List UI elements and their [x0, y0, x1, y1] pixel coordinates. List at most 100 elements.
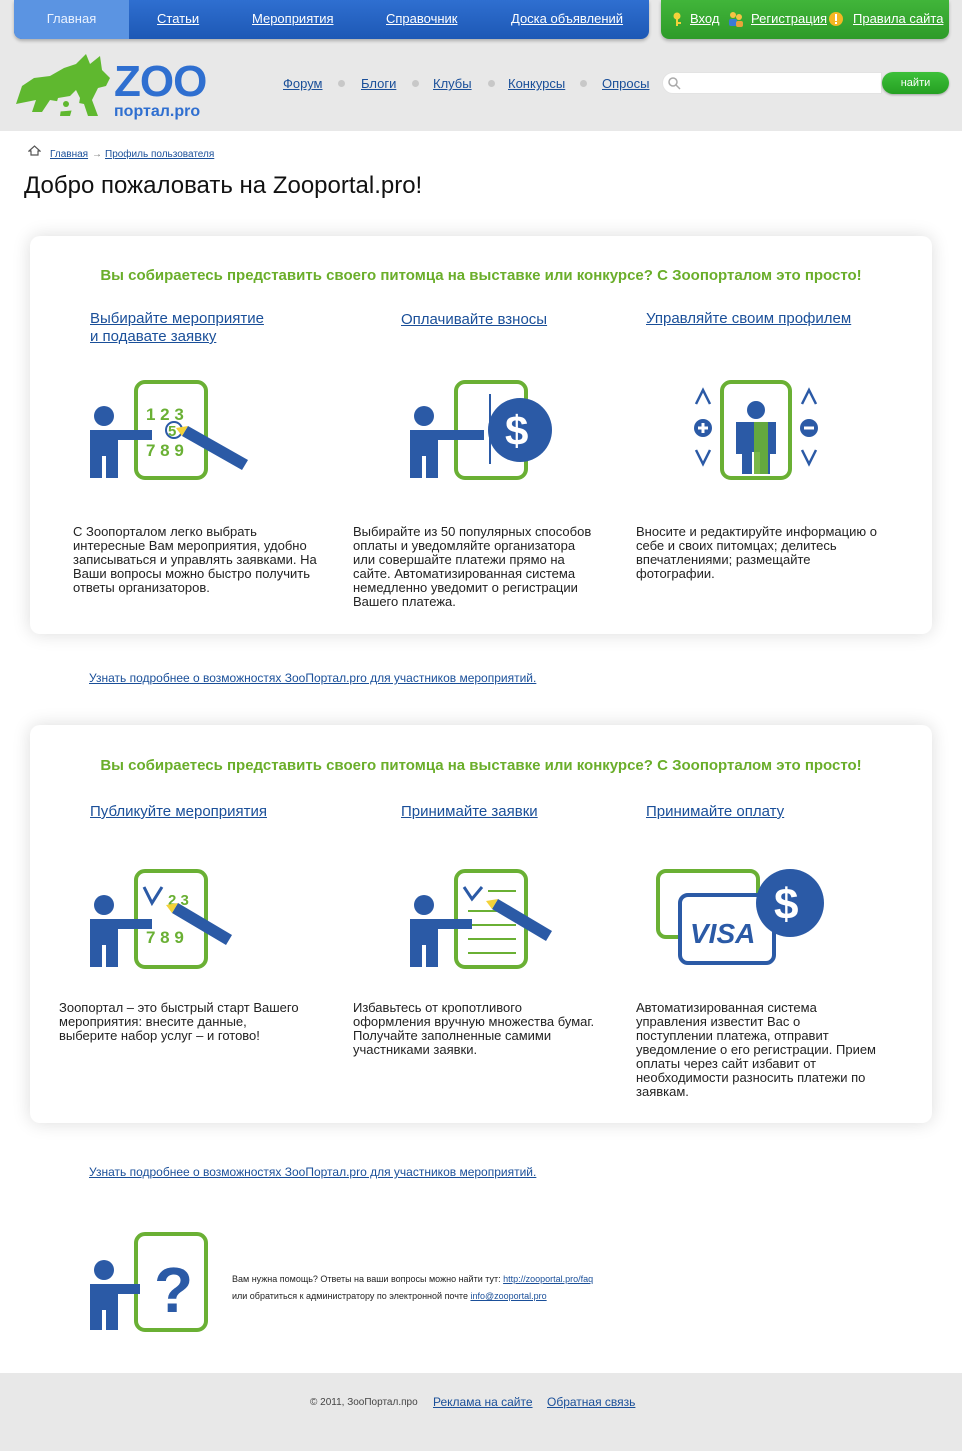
text-line: Избавьтесь от кропотливого: [353, 1000, 522, 1015]
email-link[interactable]: info@zooportal.pro: [470, 1291, 547, 1301]
accept-applications-link[interactable]: Принимайте заявки: [401, 803, 538, 820]
accept-applications-text: Избавьтесь от кропотливого оформления вр…: [353, 1001, 594, 1057]
help-text: Вам нужна помощь? Ответы на ваши вопросы…: [232, 1274, 504, 1284]
manage-profile-text: Вносите и редактируйте информацию о себе…: [636, 525, 877, 581]
text-line: участниками заявки.: [353, 1042, 478, 1057]
pay-fees-link[interactable]: Оплачивайте взносы: [401, 311, 548, 328]
text-line: оплаты и уведомляйте организатора: [353, 538, 576, 553]
pay-fees-icon: $: [410, 380, 552, 480]
copyright: © 2011, ЗооПортал.про: [310, 1397, 418, 1408]
nav-events[interactable]: Мероприятия: [252, 11, 334, 26]
question-mark: ?: [154, 1254, 193, 1326]
search-input[interactable]: [685, 75, 875, 91]
icon-numbers-bottom: 7 8 9: [146, 928, 184, 947]
subnav-separator: [412, 80, 419, 87]
top-navigation: Главная Статьи Мероприятия Справочник До…: [14, 0, 649, 39]
text-line: поступлении платежа, отправит: [636, 1028, 829, 1043]
footer: © 2011, ЗооПортал.про Реклама на сайте О…: [0, 1373, 962, 1451]
dollar-sign: $: [505, 407, 528, 454]
text-line: немедленно уведомит о регистрации: [353, 580, 578, 595]
icon-numbers-top: 1 2 3: [146, 405, 184, 424]
manage-profile-link[interactable]: Управляйте своим профилем: [646, 310, 852, 327]
text-line: выберите набор услуг – и готово!: [59, 1028, 260, 1043]
subnav-separator: [488, 80, 495, 87]
search-box: [662, 72, 882, 94]
help-text: или обратиться к администратору по элект…: [232, 1291, 471, 1301]
nav-home[interactable]: Главная: [14, 0, 129, 39]
subnav-contests[interactable]: Конкурсы: [508, 76, 566, 91]
help-question-icon: ?: [90, 1232, 208, 1332]
text-line: Получайте заполненные самими: [353, 1028, 552, 1043]
feedback-link[interactable]: Обратная связь: [547, 1395, 636, 1409]
breadcrumb-current[interactable]: Профиль пользователя: [105, 149, 215, 160]
register-link[interactable]: Регистрация: [751, 11, 827, 26]
search-icon: [668, 77, 681, 90]
breadcrumb-home[interactable]: Главная: [50, 149, 89, 160]
participants-panel: Вы собираетесь представить своего питомц…: [30, 236, 932, 634]
subnav-forum[interactable]: Форум: [283, 76, 323, 91]
text-line: необходимости разносить платежи по: [636, 1070, 866, 1085]
text-line: уведомление о его регистрации. Прием: [636, 1042, 876, 1057]
login-link[interactable]: Вход: [690, 11, 720, 26]
visa-text: VISA: [690, 918, 755, 949]
choose-event-icon: 1 2 3 5 7 8 9: [90, 380, 248, 480]
icon-numbers-bottom: 7 8 9: [146, 441, 184, 460]
publish-events-link[interactable]: Публикуйте мероприятия: [90, 803, 267, 820]
text-line: Выбирайте из 50 популярных способов: [353, 524, 592, 539]
text-line: оплаты через сайт избавит от: [636, 1056, 817, 1071]
users-icon: [729, 12, 743, 27]
icon-number-mid: 5: [168, 423, 176, 440]
nav-board[interactable]: Доска объявлений: [511, 11, 624, 26]
text-line: или совершайте платежи прямо на: [353, 552, 565, 567]
subnav-separator: [580, 80, 587, 87]
pay-fees-text: Выбирайте из 50 популярных способов опла…: [353, 525, 591, 609]
text-line: фотографии.: [636, 566, 715, 581]
nav-articles[interactable]: Статьи: [157, 11, 200, 26]
manage-profile-icon: [694, 380, 818, 480]
accept-payment-link[interactable]: Принимайте оплату: [646, 803, 785, 820]
nav-directory[interactable]: Справочник: [386, 11, 458, 26]
more-participants-link[interactable]: Узнать подробнее о возможностях ЗооПорта…: [89, 671, 537, 685]
more-organizers-link[interactable]: Узнать подробнее о возможностях ЗооПорта…: [89, 1165, 537, 1179]
text-line: записываться и управлять заявками. На: [73, 552, 317, 567]
publish-events-text: Зоопортал – это быстрый старт Вашего мер…: [59, 1001, 299, 1043]
warning-icon: [829, 12, 843, 26]
text-line: Автоматизированная система: [636, 1000, 817, 1015]
text-line: Зоопортал – это быстрый старт Вашего: [59, 1000, 299, 1015]
publish-events-icon: 2 3 7 8 9: [90, 869, 232, 969]
text-line: С Зоопорталом легко выбрать: [73, 524, 257, 539]
text-line: заявкам.: [636, 1084, 689, 1099]
search-button[interactable]: найти: [882, 72, 949, 94]
key-icon: [673, 12, 681, 26]
site-logo[interactable]: ZOO портал.pro: [14, 46, 219, 122]
dollar-sign: $: [774, 880, 798, 929]
logo-subtext: портал.pro: [114, 103, 201, 120]
text-line: сайте. Автоматизированная система: [353, 566, 576, 581]
ads-link[interactable]: Реклама на сайте: [433, 1395, 533, 1409]
text-line: впечатлениями; размещайте: [636, 552, 811, 567]
text-line: интересные Вам мероприятия, удобно: [73, 538, 307, 553]
subnav-polls[interactable]: Опросы: [602, 76, 650, 91]
link-line: Выбирайте мероприятие: [90, 310, 264, 327]
subnav-clubs[interactable]: Клубы: [433, 76, 472, 91]
accept-payment-text: Автоматизированная система управления из…: [636, 1001, 876, 1099]
text-line: себе и своих питомцах; делитесь: [636, 538, 837, 553]
help-line-1: Вам нужна помощь? Ответы на ваши вопросы…: [232, 1274, 593, 1284]
subnav-blogs[interactable]: Блоги: [361, 76, 397, 91]
text-line: мероприятия: внесите данные,: [59, 1014, 247, 1029]
section-title: Вы собираетесь представить своего питомц…: [100, 757, 862, 774]
subnav-separator: [338, 80, 345, 87]
choose-event-link[interactable]: Выбирайте мероприятие и подавате заявку: [90, 310, 264, 346]
section-title: Вы собираетесь представить своего питомц…: [100, 267, 862, 284]
faq-link[interactable]: http://zooportal.pro/faq: [503, 1274, 594, 1284]
auth-navigation: Вход Регистрация Правила сайта: [661, 0, 949, 39]
home-icon[interactable]: [28, 145, 41, 156]
accept-payment-icon: VISA $: [656, 869, 824, 965]
text-line: Вашего платежа.: [353, 594, 456, 609]
text-line: Вносите и редактируйте информацию о: [636, 524, 877, 539]
text-line: оформления вручную множества бумаг.: [353, 1014, 595, 1029]
link-line: и подавате заявку: [90, 328, 217, 345]
text-line: Ваши вопросы можно быстро получить: [73, 566, 311, 581]
rules-link[interactable]: Правила сайта: [853, 11, 944, 26]
